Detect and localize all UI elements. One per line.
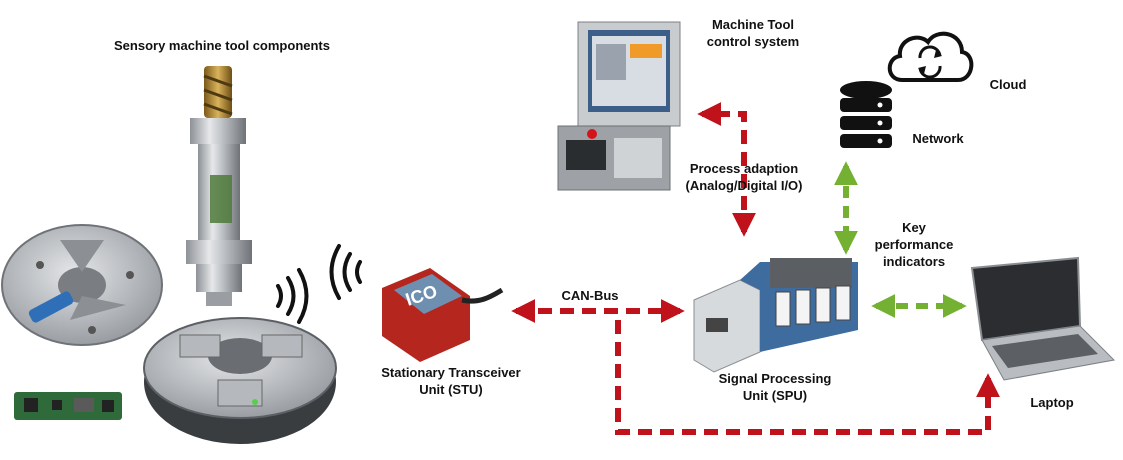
database-icon [840, 81, 892, 148]
machine-tool-label: Machine Tool control system [706, 17, 800, 49]
cnc-control-panel-image [557, 21, 681, 191]
stu-label: Stationary Transceiver Unit (STU) [381, 365, 521, 397]
spu-device-image [693, 258, 858, 373]
lathe-chuck-image [143, 317, 337, 444]
network-label: Network [912, 131, 964, 146]
wireless-signal-icon-right [329, 244, 362, 300]
process-adaption-arrow [697, 102, 756, 237]
chuck-plate-image [1, 224, 163, 346]
green-arrows [834, 161, 967, 318]
laptop-link-arrow [615, 320, 1000, 435]
can-bus-label: CAN-Bus [561, 288, 619, 303]
red-arrows [511, 102, 1000, 435]
kpi-label: Key performance indicators [874, 220, 954, 269]
tool-holder-image [186, 66, 252, 306]
cloud-sync-icon [887, 31, 974, 82]
sensory-components-label: Sensory machine tool components [114, 38, 330, 53]
sensor-pcb-image [14, 392, 122, 420]
process-adaption-label: Process adaption (Analog/Digital I/O) [685, 161, 803, 193]
wireless-signal-icon-left [276, 268, 309, 324]
spu-label: Signal Processing Unit (SPU) [718, 371, 832, 403]
stu-device-image [382, 268, 504, 362]
laptop-label: Laptop [1030, 395, 1074, 410]
laptop-image [970, 256, 1116, 381]
cloud-label: Cloud [989, 77, 1027, 92]
